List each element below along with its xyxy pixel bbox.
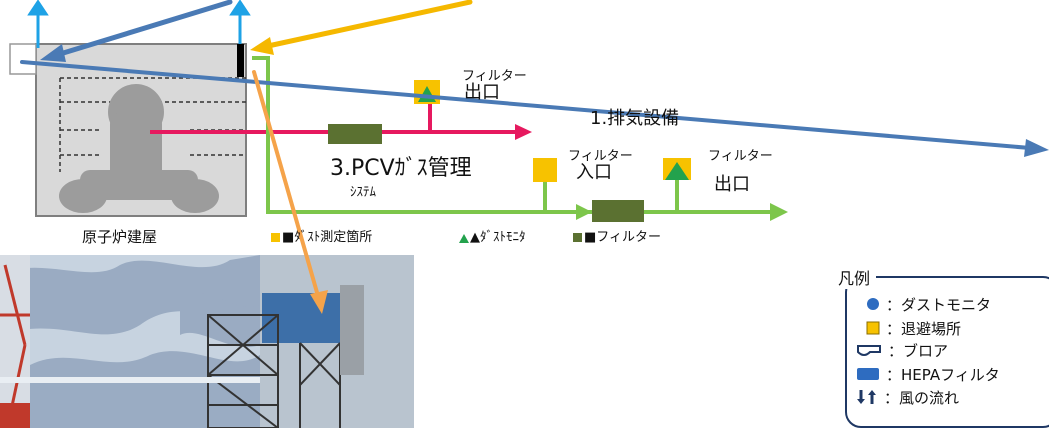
pcv-system-label: ｼｽﾃﾑ	[350, 185, 376, 200]
filter-inlet-small: フィルター	[568, 149, 633, 164]
wind-up-arrows	[27, 0, 251, 48]
blower-icon	[856, 342, 882, 362]
pcv-gas-label: 3.PCVｶﾞｽ管理	[330, 156, 472, 181]
legend-title: 凡例	[832, 265, 877, 289]
circle-dot-icon	[866, 297, 880, 315]
filter-outlet2: 出口	[714, 174, 750, 195]
hepa-filter-icon	[856, 366, 880, 386]
key-filter: ■フィルター	[584, 230, 662, 245]
filter-outlet-top: 出口	[464, 82, 500, 103]
containment-vessel-icon	[59, 84, 219, 213]
wind-arrows-icon	[856, 389, 878, 409]
exhaust-line	[252, 56, 770, 214]
legend-item-wind: ：風の流れ	[856, 387, 959, 409]
reactor-building-label: 原子炉建屋	[82, 228, 158, 246]
facility-photo	[0, 255, 414, 428]
exhaust-filter-box	[592, 200, 644, 222]
photo-drawing	[0, 255, 414, 428]
filter-outlet-top-small: フィルター	[462, 69, 527, 84]
inlet-box	[9, 43, 37, 75]
exhaust-label: 1.排気設備	[590, 108, 680, 129]
filter-outlet2-small: フィルター	[708, 149, 773, 164]
legend-item-dust-monitor: ：ダストモニタ	[866, 294, 991, 315]
filter-inlet: 入口	[576, 162, 612, 183]
dust-point-inlet	[533, 158, 557, 182]
pcv-filter-box	[328, 124, 382, 144]
key-dust-points: ■ﾀﾞｽﾄ測定箇所	[282, 230, 373, 245]
yellow-square-icon	[866, 321, 880, 339]
exhaust-outlet	[237, 44, 244, 77]
legend-item-hepa: ：HEPAフィルタ	[856, 364, 1000, 386]
legend-item-blower: ：ブロア	[856, 340, 948, 362]
dust-monitor-outlet	[665, 162, 689, 180]
legend-item-shelter: ：退避場所	[866, 318, 961, 339]
key-dust-monitor: ▲ﾀﾞｽﾄﾓﾆﾀ	[470, 230, 526, 245]
